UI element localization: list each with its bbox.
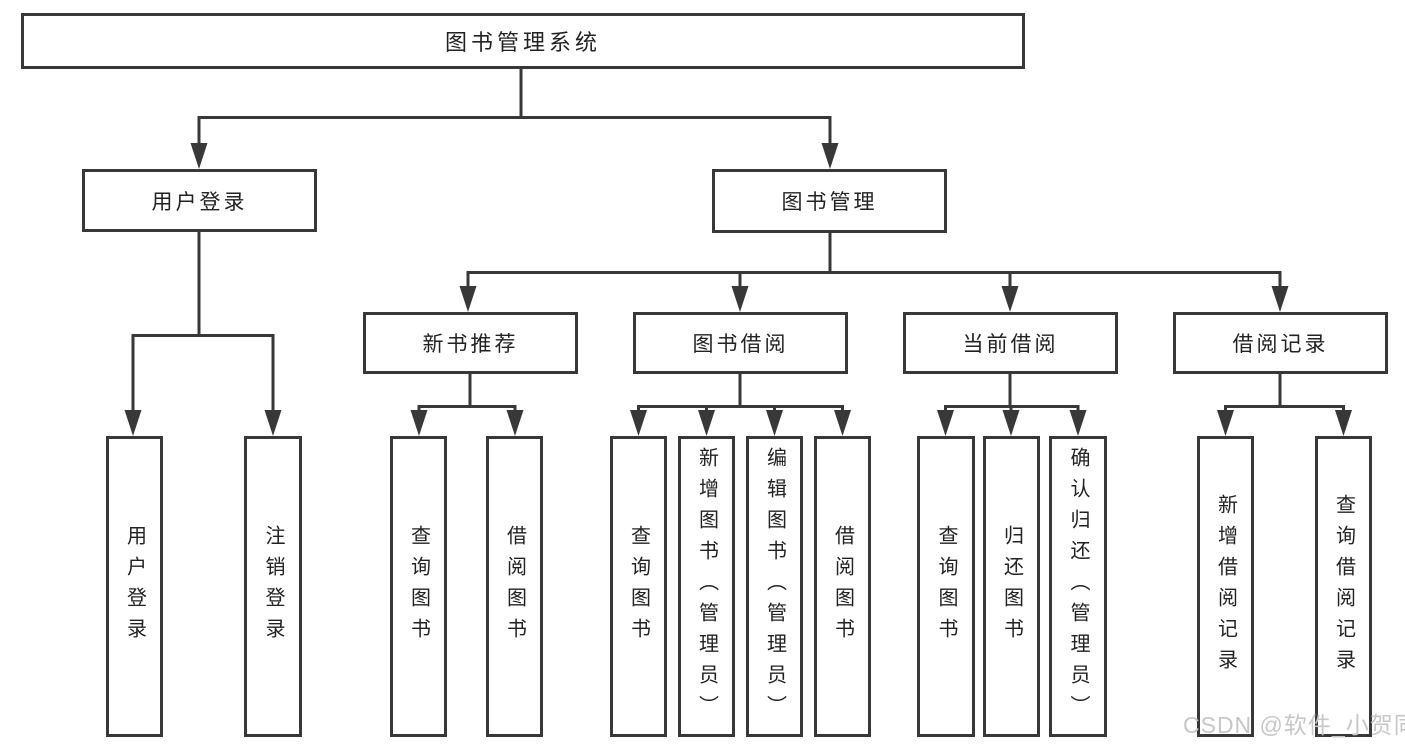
leaf-query-books-recommend: 查询图书 bbox=[390, 436, 447, 737]
node-book-management: 图书管理 bbox=[712, 169, 947, 233]
node-root-label: 图书管理系统 bbox=[444, 30, 601, 55]
arrow-down-icon bbox=[1001, 286, 1019, 312]
leaf-query-borrow-record: 查询借阅记录 bbox=[1315, 436, 1372, 737]
node-current-borrow-label: 当前借阅 bbox=[962, 333, 1059, 356]
arrow-down-icon bbox=[766, 410, 783, 436]
leaf-confirm-return-admin-label: 确认归还（管理员） bbox=[1067, 447, 1089, 726]
arrow-down-icon bbox=[1217, 410, 1234, 436]
arrow-down-icon bbox=[698, 410, 715, 436]
leaf-query-books-borrow: 查询图书 bbox=[610, 436, 667, 737]
leaf-query-books-borrow-label: 查询图书 bbox=[627, 524, 650, 649]
leaf-query-borrow-record-label: 查询借阅记录 bbox=[1332, 493, 1355, 680]
leaf-logout: 注销登录 bbox=[244, 436, 302, 737]
arrow-down-icon bbox=[1335, 410, 1352, 436]
node-user-login-label: 用户登录 bbox=[151, 190, 248, 214]
node-new-book-recommend: 新书推荐 bbox=[363, 312, 578, 374]
leaf-add-books-admin: 新增图书（管理员） bbox=[678, 436, 735, 737]
leaf-add-borrow-record: 新增借阅记录 bbox=[1197, 436, 1254, 737]
arrow-down-icon bbox=[459, 286, 477, 312]
leaf-logout-label: 注销登录 bbox=[262, 524, 284, 649]
leaf-borrow-books-label: 借阅图书 bbox=[831, 524, 854, 649]
leaf-borrow-books-recommend: 借阅图书 bbox=[486, 436, 543, 737]
arrow-down-icon bbox=[630, 410, 647, 436]
leaf-query-books-current-label: 查询图书 bbox=[935, 524, 957, 649]
arrow-down-icon bbox=[124, 410, 142, 436]
node-root: 图书管理系统 bbox=[21, 13, 1025, 69]
leaf-edit-books-admin-label: 编辑图书（管理员） bbox=[763, 447, 786, 726]
node-current-borrow: 当前借阅 bbox=[903, 312, 1118, 374]
arrow-down-icon bbox=[264, 410, 282, 436]
leaf-borrow-books: 借阅图书 bbox=[814, 436, 871, 737]
node-borrow-records: 借阅记录 bbox=[1173, 312, 1388, 374]
arrow-down-icon bbox=[190, 143, 208, 169]
leaf-edit-books-admin: 编辑图书（管理员） bbox=[746, 436, 803, 737]
leaf-query-books-current: 查询图书 bbox=[917, 436, 975, 737]
arrow-down-icon bbox=[821, 143, 839, 169]
arrow-down-icon bbox=[1002, 410, 1020, 436]
arrow-down-icon bbox=[731, 286, 749, 312]
leaf-confirm-return-admin: 确认归还（管理员） bbox=[1049, 436, 1107, 737]
leaf-add-borrow-record-label: 新增借阅记录 bbox=[1214, 493, 1237, 680]
leaf-query-books-recommend-label: 查询图书 bbox=[407, 524, 430, 649]
node-book-borrow-label: 图书借阅 bbox=[692, 333, 789, 356]
leaf-add-books-admin-label: 新增图书（管理员） bbox=[695, 447, 718, 726]
leaf-return-books-label: 归还图书 bbox=[1000, 524, 1023, 649]
leaf-return-books: 归还图书 bbox=[983, 436, 1040, 737]
arrow-down-icon bbox=[1069, 410, 1087, 436]
arrow-down-icon bbox=[937, 410, 954, 436]
leaf-user-login-label: 用户登录 bbox=[123, 524, 146, 649]
csdn-watermark: CSDN @软件_小贺同学 bbox=[1183, 712, 1405, 738]
arrow-down-icon bbox=[506, 410, 524, 436]
node-book-management-label: 图书管理 bbox=[781, 191, 878, 214]
leaf-user-login: 用户登录 bbox=[106, 436, 163, 737]
arrow-down-icon bbox=[410, 410, 428, 436]
node-borrow-records-label: 借阅记录 bbox=[1232, 333, 1329, 356]
arrow-down-icon bbox=[834, 410, 851, 436]
node-user-login: 用户登录 bbox=[82, 169, 317, 232]
arrow-down-icon bbox=[1271, 286, 1289, 312]
node-new-book-recommend-label: 新书推荐 bbox=[422, 333, 519, 356]
leaf-borrow-books-recommend-label: 借阅图书 bbox=[503, 524, 526, 649]
node-book-borrow: 图书借阅 bbox=[633, 312, 848, 374]
